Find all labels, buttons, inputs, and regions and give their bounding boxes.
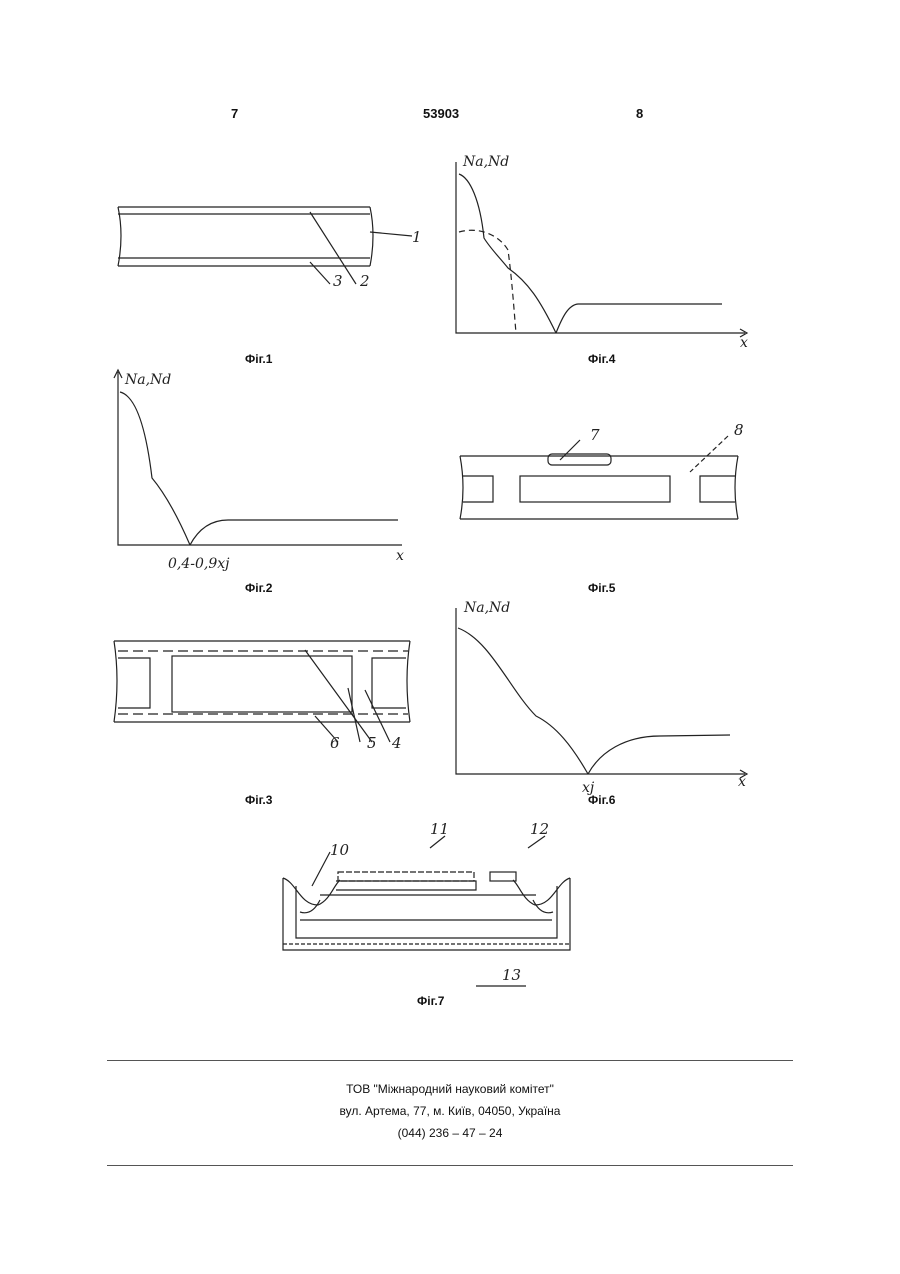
footer-address: вул. Артема, 77, м. Київ, 04050, Україна — [0, 1104, 900, 1118]
fig3-caption: Фіг.3 — [245, 793, 272, 807]
fig6-ylabel: Na,Nd — [463, 600, 510, 616]
fig1-label-1: 1 — [412, 228, 422, 246]
footer-company: ТОВ "Міжнародний науковий комітет" — [0, 1082, 900, 1096]
fig4-caption: Фіг.4 — [588, 352, 615, 366]
fig2-ylabel: Na,Nd — [124, 372, 171, 388]
fig2-caption: Фіг.2 — [245, 581, 272, 595]
fig5-caption: Фіг.5 — [588, 581, 615, 595]
footer-rule-bottom — [107, 1165, 793, 1166]
fig6-caption: Фіг.6 — [588, 793, 615, 807]
fig3-label-5: 5 — [367, 734, 377, 752]
footer-phone: (044) 236 – 47 – 24 — [0, 1126, 900, 1140]
fig1-drawing: 1 3 2 — [118, 207, 422, 290]
fig4-ylabel: Na,Nd — [462, 154, 509, 170]
fig4-xlabel: x — [740, 335, 748, 351]
fig1-label-2: 2 — [359, 272, 370, 290]
fig2-xlabel: x — [396, 548, 404, 564]
fig7-caption: Фіг.7 — [417, 994, 444, 1008]
fig3-label-4: 4 — [391, 734, 402, 752]
fig4-chart: Na,Nd x — [456, 154, 748, 351]
footer-rule-top — [107, 1060, 793, 1061]
fig3-label-6: 6 — [330, 734, 340, 752]
fig6-chart: Na,Nd x xj — [456, 600, 747, 796]
fig3-drawing: 6 5 4 — [114, 641, 410, 752]
fig6-xlabel: x — [738, 774, 746, 790]
fig2-tick-label: 0,4-0,9xj — [168, 556, 230, 572]
fig7-drawing: 10 11 12 13 — [283, 820, 570, 986]
fig7-label-12: 12 — [530, 820, 549, 838]
fig7-label-10: 10 — [330, 841, 350, 859]
fig1-label-3: 3 — [333, 272, 343, 290]
fig7-label-11: 11 — [430, 820, 449, 838]
fig5-label-7: 7 — [590, 426, 600, 444]
fig5-drawing: 7 8 — [460, 421, 744, 519]
fig1-caption: Фіг.1 — [245, 352, 272, 366]
fig5-label-8: 8 — [734, 421, 744, 439]
fig2-chart: Na,Nd x 0,4-0,9xj — [114, 370, 404, 572]
fig7-label-13: 13 — [502, 966, 521, 984]
